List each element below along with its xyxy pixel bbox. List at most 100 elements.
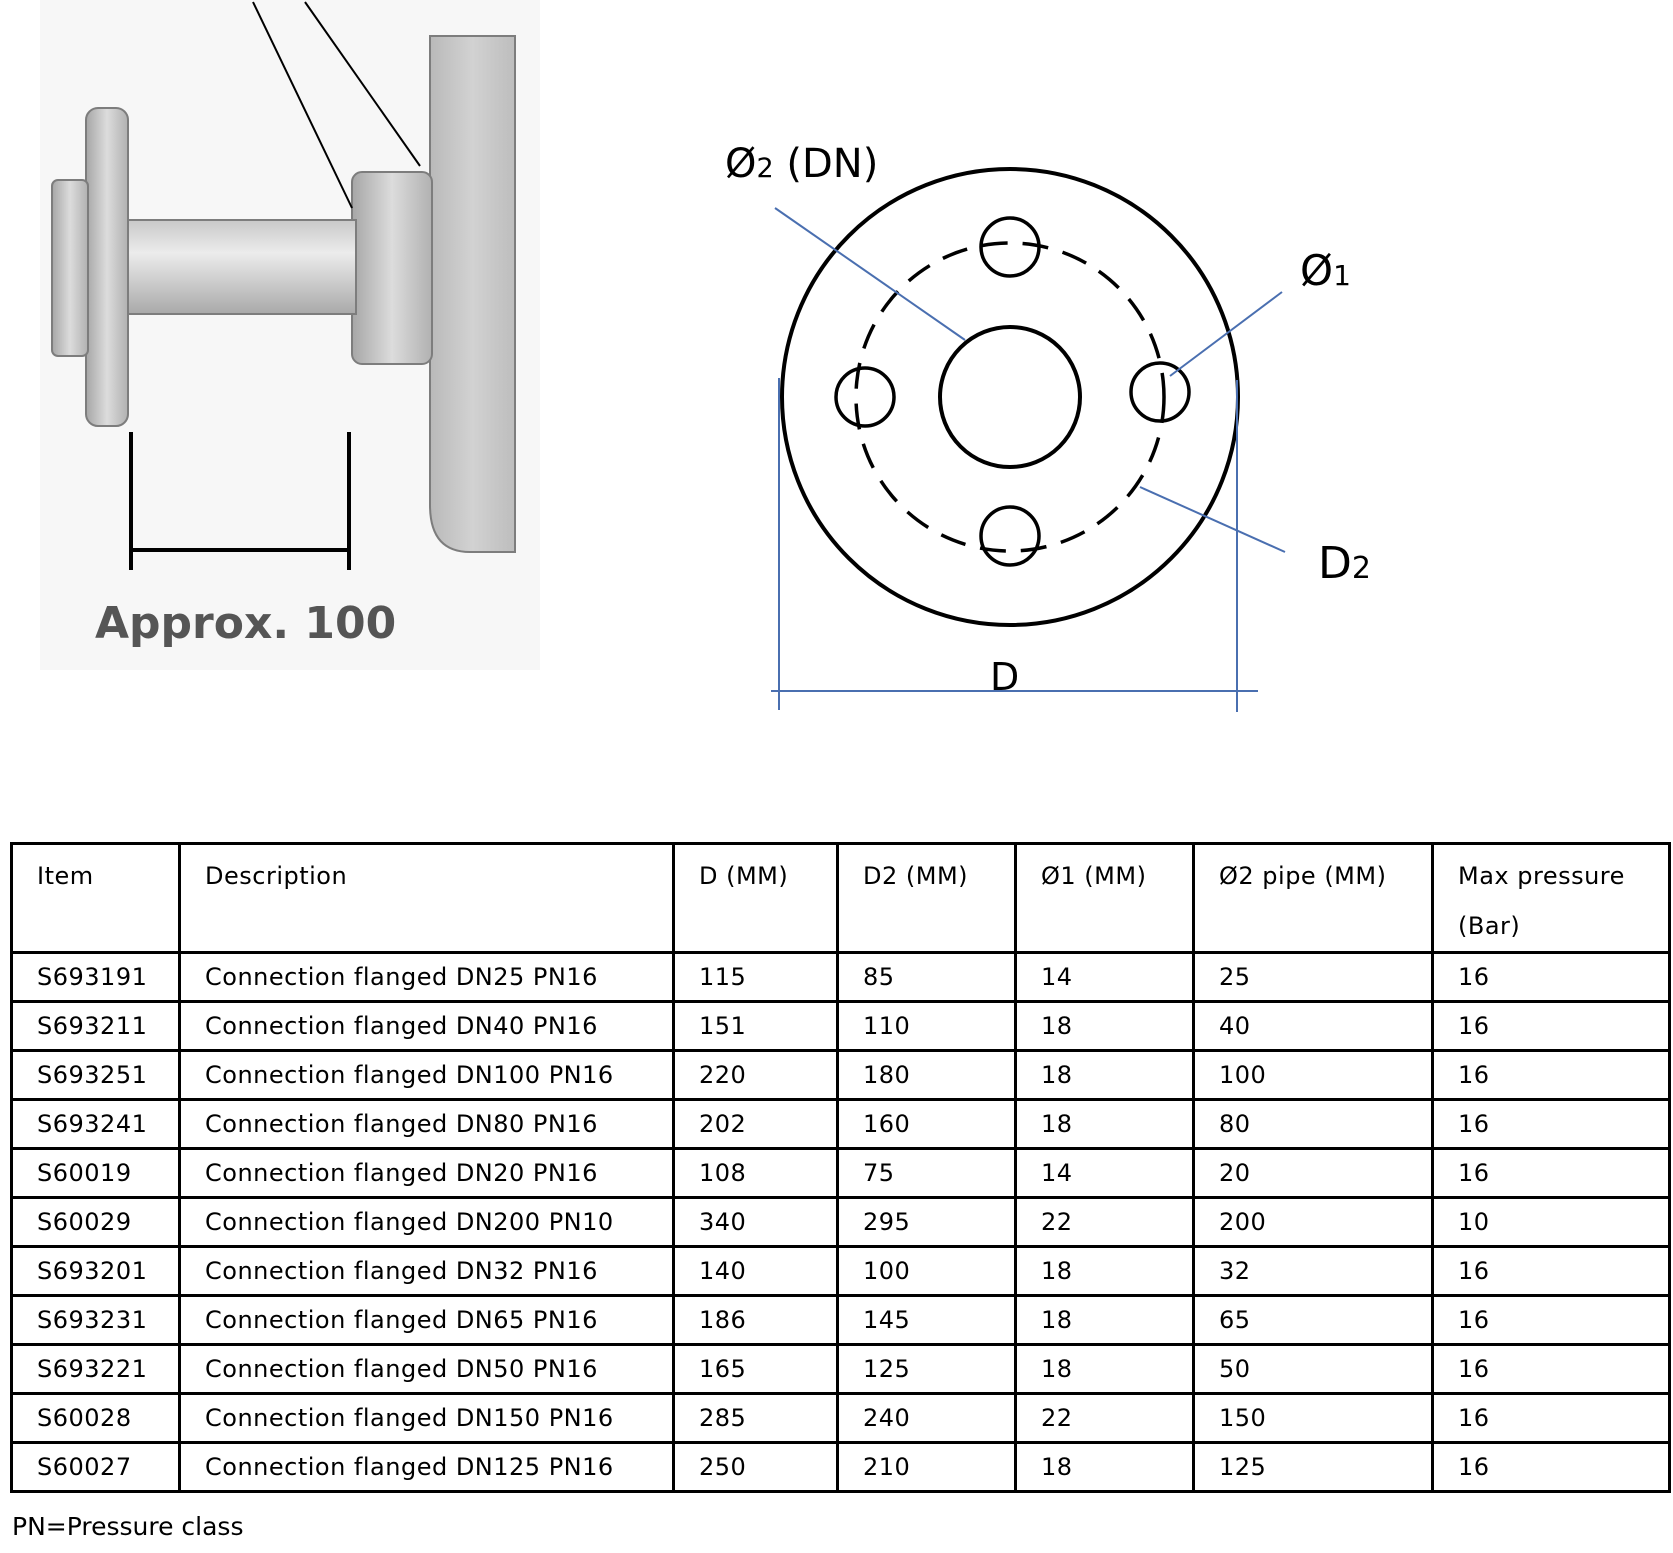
- cell-description: Connection flanged DN100 PN16: [178, 1049, 675, 1101]
- cell-item: S693241: [10, 1098, 181, 1150]
- cell-item: S60029: [10, 1196, 181, 1248]
- leader-phi1: [1169, 291, 1283, 377]
- cell-phi1: 18: [1014, 1441, 1195, 1493]
- cell-description: Connection flanged DN65 PN16: [178, 1294, 675, 1346]
- cell-max-pressure: 16: [1431, 1294, 1671, 1346]
- cell-max-pressure: 16: [1431, 1147, 1671, 1199]
- cell-d2: 145: [836, 1294, 1017, 1346]
- cell-d2: 295: [836, 1196, 1017, 1248]
- cell-item: S60028: [10, 1392, 181, 1444]
- header-max-pressure: Max pressure (Bar): [1431, 842, 1671, 954]
- cell-max-pressure: 16: [1431, 1098, 1671, 1150]
- leader-d2: [1139, 486, 1286, 553]
- cell-phi1: 14: [1014, 951, 1195, 1003]
- cell-description: Connection flanged DN25 PN16: [178, 951, 675, 1003]
- cell-phi2-pipe: 100: [1192, 1049, 1434, 1101]
- cell-item: S693191: [10, 951, 181, 1003]
- cell-item: S693201: [10, 1245, 181, 1297]
- bolt-hole-right: [1129, 361, 1191, 423]
- cell-phi1: 18: [1014, 1049, 1195, 1101]
- table-header-row: Item Description D (MM) D2 (MM) Ø1 (MM) …: [10, 842, 1671, 954]
- cell-d2: 180: [836, 1049, 1017, 1101]
- cell-d: 250: [672, 1441, 839, 1493]
- cell-max-pressure: 16: [1431, 1392, 1671, 1444]
- cell-phi1: 22: [1014, 1196, 1195, 1248]
- cell-phi2-pipe: 20: [1192, 1147, 1434, 1199]
- flange-raised-face: [51, 179, 89, 357]
- cell-phi2-pipe: 40: [1192, 1000, 1434, 1052]
- label-d2: D2: [1318, 538, 1371, 589]
- cell-max-pressure: 16: [1431, 1000, 1671, 1052]
- cell-item: S60019: [10, 1147, 181, 1199]
- cell-item: S60027: [10, 1441, 181, 1493]
- cell-max-pressure: 16: [1431, 1441, 1671, 1493]
- cell-description: Connection flanged DN32 PN16: [178, 1245, 675, 1297]
- leader-line: [252, 1, 353, 209]
- cell-d: 108: [672, 1147, 839, 1199]
- cell-phi1: 18: [1014, 1098, 1195, 1150]
- flange-front-view-diagram: Ø2 (DN) Ø1 D2 D: [725, 141, 1371, 712]
- leader-phi2: [774, 207, 966, 341]
- cell-phi2-pipe: 80: [1192, 1098, 1434, 1150]
- cell-item: S693221: [10, 1343, 181, 1395]
- cell-phi2-pipe: 150: [1192, 1392, 1434, 1444]
- cell-phi1: 14: [1014, 1147, 1195, 1199]
- cell-max-pressure: 10: [1431, 1196, 1671, 1248]
- cell-description: Connection flanged DN20 PN16: [178, 1147, 675, 1199]
- cell-phi2-pipe: 25: [1192, 951, 1434, 1003]
- cell-d: 202: [672, 1098, 839, 1150]
- cell-d2: 240: [836, 1392, 1017, 1444]
- cell-d2: 125: [836, 1343, 1017, 1395]
- bolt-hole-top: [979, 216, 1041, 278]
- cell-d2: 85: [836, 951, 1017, 1003]
- cell-d: 340: [672, 1196, 839, 1248]
- cell-description: Connection flanged DN200 PN10: [178, 1196, 675, 1248]
- cell-phi1: 22: [1014, 1392, 1195, 1444]
- cell-item: S693231: [10, 1294, 181, 1346]
- cell-description: Connection flanged DN150 PN16: [178, 1392, 675, 1444]
- flange-spec-table: Item Description D (MM) D2 (MM) Ø1 (MM) …: [10, 842, 1671, 1493]
- cell-item: S693211: [10, 1000, 181, 1052]
- cell-description: Connection flanged DN125 PN16: [178, 1441, 675, 1493]
- cell-d: 151: [672, 1000, 839, 1052]
- bolt-circle-dashed: [854, 241, 1166, 553]
- header-d: D (MM): [672, 842, 839, 954]
- flange-side-view-illustration: Approx. 100: [40, 0, 540, 670]
- label-d: D: [990, 655, 1019, 699]
- cell-phi2-pipe: 65: [1192, 1294, 1434, 1346]
- bolt-hole-left: [834, 366, 896, 428]
- cell-d2: 110: [836, 1000, 1017, 1052]
- leader-line: [304, 1, 421, 167]
- bore-circle: [938, 325, 1082, 469]
- header-item: Item: [10, 842, 181, 954]
- cell-max-pressure: 16: [1431, 1245, 1671, 1297]
- cell-phi1: 18: [1014, 1245, 1195, 1297]
- cell-d: 115: [672, 951, 839, 1003]
- header-phi1: Ø1 (MM): [1014, 842, 1195, 954]
- cell-max-pressure: 16: [1431, 1343, 1671, 1395]
- cell-d: 220: [672, 1049, 839, 1101]
- cell-phi1: 18: [1014, 1294, 1195, 1346]
- cell-phi2-pipe: 50: [1192, 1343, 1434, 1395]
- cell-item: S693251: [10, 1049, 181, 1101]
- cell-phi2-pipe: 32: [1192, 1245, 1434, 1297]
- cell-d2: 210: [836, 1441, 1017, 1493]
- cell-d2: 75: [836, 1147, 1017, 1199]
- cell-d: 165: [672, 1343, 839, 1395]
- cell-phi2-pipe: 125: [1192, 1441, 1434, 1493]
- header-d2: D2 (MM): [836, 842, 1017, 954]
- outer-flange-circle: [780, 167, 1240, 627]
- tank-wall: [429, 35, 516, 553]
- cell-max-pressure: 16: [1431, 1049, 1671, 1101]
- header-phi2-pipe: Ø2 pipe (MM): [1192, 842, 1434, 954]
- cell-d2: 160: [836, 1098, 1017, 1150]
- cell-d: 186: [672, 1294, 839, 1346]
- label-phi1: Ø1: [1300, 246, 1351, 295]
